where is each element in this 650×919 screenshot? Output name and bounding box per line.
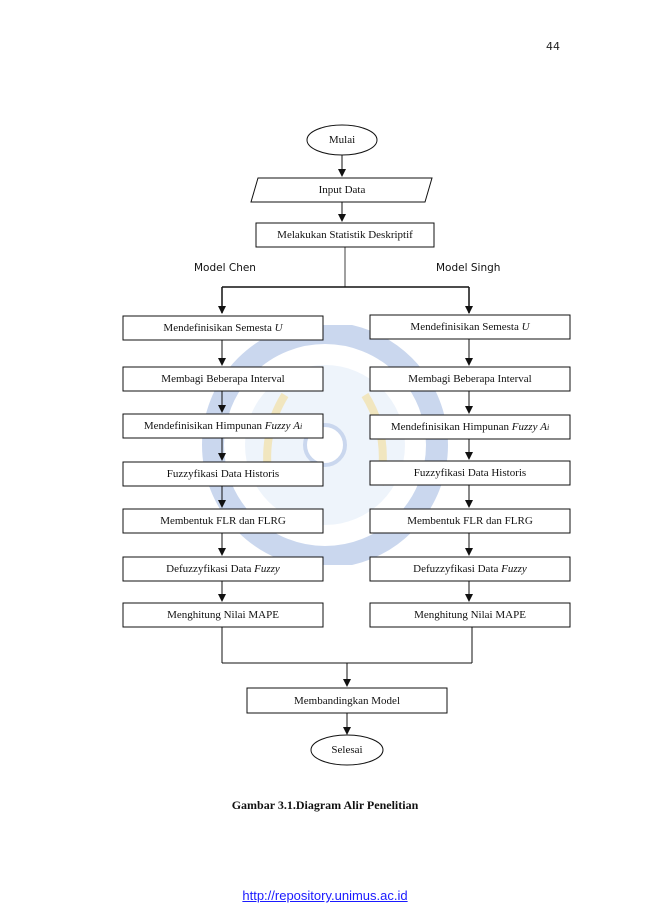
repository-link[interactable]: http://repository.unimus.ac.id bbox=[242, 888, 408, 903]
figure-caption: Gambar 3.1.Diagram Alir Penelitian bbox=[231, 798, 419, 812]
left-step-7: Menghitung Nilai MAPE bbox=[167, 609, 279, 621]
left-step-2: Membagi Beberapa Interval bbox=[161, 373, 285, 385]
right-step-2: Membagi Beberapa Interval bbox=[408, 373, 532, 385]
right-step-6: Defuzzyfikasi Data Fuzzy bbox=[413, 563, 527, 575]
input-label: Input Data bbox=[318, 184, 366, 196]
left-step-5: Membentuk FLR dan FLRG bbox=[160, 515, 286, 527]
end-label: Selesai bbox=[331, 744, 363, 756]
page-number: 44 bbox=[546, 40, 560, 53]
end-terminal bbox=[310, 734, 384, 766]
start-label: Mulai bbox=[328, 134, 356, 146]
compare-label: Membandingkan Model bbox=[293, 694, 400, 707]
input-parallelogram bbox=[250, 177, 433, 203]
left-step-6: Defuzzyfikasi Data Fuzzy bbox=[166, 563, 280, 575]
descriptive-label: Melakukan Statistik Deskriptif bbox=[277, 229, 413, 241]
right-step-4: Fuzzyfikasi Data Historis bbox=[413, 467, 527, 479]
compare-box bbox=[246, 687, 448, 714]
right-step-7: Menghitung Nilai MAPE bbox=[414, 609, 526, 621]
branch-left-label: Model Chen bbox=[194, 262, 256, 274]
right-step-5: Membentuk FLR dan FLRG bbox=[407, 515, 533, 527]
left-step-4: Fuzzyfikasi Data Historis bbox=[166, 468, 280, 480]
branch-right-label: Model Singh bbox=[436, 262, 501, 274]
right-step-1: Mendefinisikan Semesta U bbox=[410, 321, 530, 333]
left-step-1: Mendefinisikan Semesta U bbox=[163, 322, 283, 334]
